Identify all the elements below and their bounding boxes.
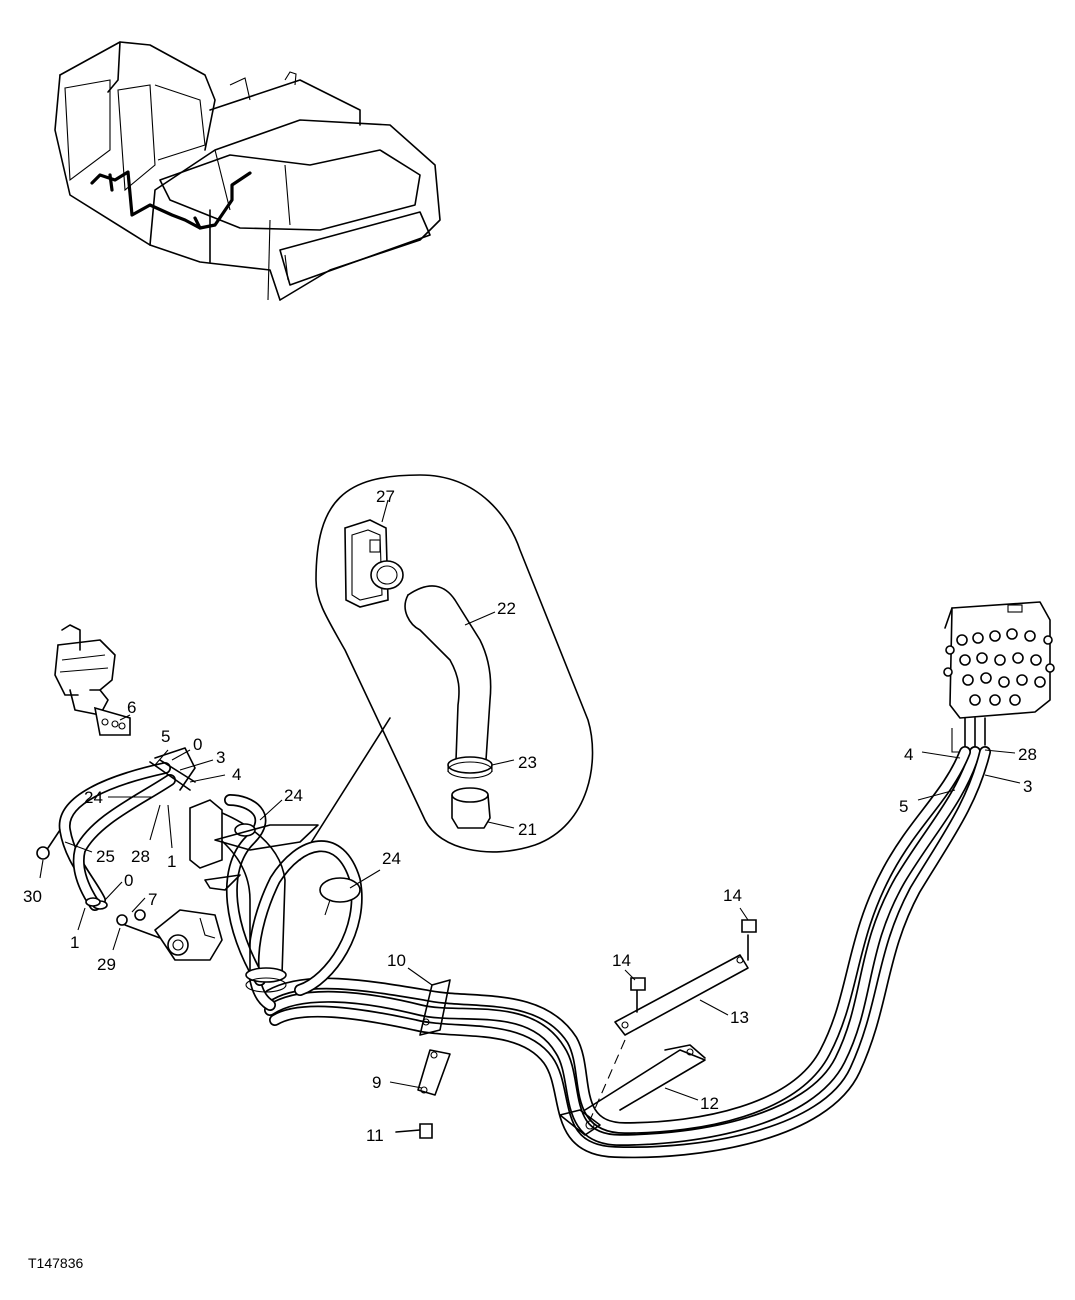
- callout-12: 12: [700, 1094, 719, 1113]
- callout-0: 0: [124, 871, 133, 890]
- callout-7: 7: [148, 890, 157, 909]
- callout-29: 29: [97, 955, 116, 974]
- callout-28: 28: [1018, 745, 1037, 764]
- callout-3: 3: [1023, 777, 1032, 796]
- leader-lines: [39, 499, 1021, 1101]
- callout-24: 24: [84, 788, 103, 807]
- callout-5: 5: [161, 727, 170, 746]
- hydraulic-motor-icon: [54, 624, 131, 736]
- callout-9: 9: [372, 1073, 381, 1092]
- control-valve-icon: [943, 601, 1055, 753]
- bracket-12: [559, 1044, 706, 1136]
- callout-23: 23: [518, 753, 537, 772]
- callout-6: 6: [127, 698, 136, 717]
- callout-1: 1: [167, 852, 176, 871]
- bolt-11: [395, 1123, 433, 1139]
- fitting-group: [36, 747, 196, 910]
- callout-24: 24: [284, 786, 303, 805]
- callout-22: 22: [497, 599, 516, 618]
- figure-id: T147836: [28, 1255, 84, 1271]
- callout-0: 0: [193, 735, 202, 754]
- callout-24: 24: [382, 849, 401, 868]
- bracket-13: [589, 954, 749, 1121]
- callout-30: 30: [23, 887, 42, 906]
- callout-28: 28: [131, 847, 150, 866]
- bracket-10: [419, 979, 451, 1036]
- callout-1: 1: [70, 933, 79, 952]
- callout-14: 14: [612, 951, 631, 970]
- hose-bundle: [58, 746, 991, 1159]
- callout-3: 3: [216, 748, 225, 767]
- valve-fittings: [943, 628, 1055, 706]
- bolt-14: [630, 919, 757, 1013]
- callout-5: 5: [899, 797, 908, 816]
- callout-14: 14: [723, 886, 742, 905]
- excavator-locator-icon: [54, 41, 441, 301]
- callout-21: 21: [518, 820, 537, 839]
- callout-10: 10: [387, 951, 406, 970]
- callout-13: 13: [730, 1008, 749, 1027]
- callout-labels: 27 22 23 21 6 5 0 3 4 24 24 24 28 1 25 3…: [23, 487, 1037, 1145]
- bracket-9: [417, 1049, 451, 1096]
- callout-27: 27: [376, 487, 395, 506]
- callout-4: 4: [904, 745, 913, 764]
- hose-detail-bubble: [299, 474, 594, 861]
- callout-4: 4: [232, 765, 241, 784]
- callout-11: 11: [366, 1126, 384, 1145]
- pump-icon: [116, 909, 223, 961]
- callout-25: 25: [96, 847, 115, 866]
